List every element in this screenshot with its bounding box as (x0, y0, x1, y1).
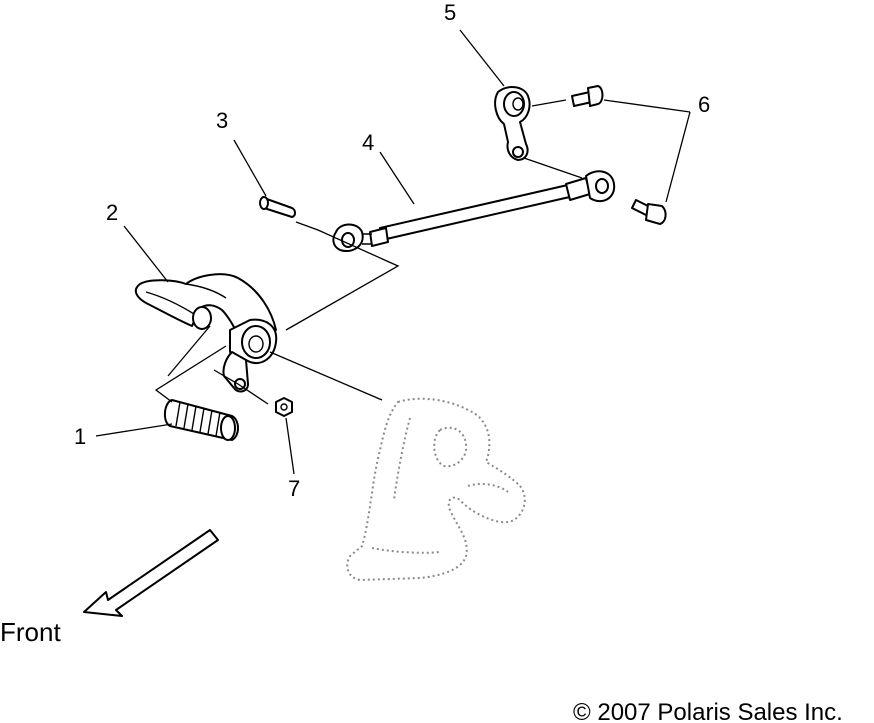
pin-bolt (259, 196, 296, 218)
nut (275, 397, 293, 417)
front-arrow (83, 529, 219, 617)
callout-4: 4 (362, 130, 374, 155)
callout-leaders (95, 29, 691, 475)
callout-numbers: 1 2 3 4 5 6 7 (74, 0, 710, 501)
callout-3: 3 (216, 108, 228, 133)
callout-6: 6 (698, 92, 710, 117)
callout-2: 2 (106, 200, 118, 225)
callout-5: 5 (444, 0, 456, 25)
mounting-bracket-ghost (346, 397, 526, 582)
linkage-rod (332, 170, 616, 252)
shift-arm (494, 86, 531, 161)
flange-bolt-lower (631, 199, 667, 225)
foot-peg-rubber (164, 399, 239, 441)
flange-bolt-upper (571, 85, 604, 107)
callout-7: 7 (288, 476, 300, 501)
copyright-notice: © 2007 Polaris Sales Inc. (573, 699, 843, 723)
assembly-lines (154, 99, 583, 405)
callout-1: 1 (74, 424, 86, 449)
front-label: Front (0, 617, 61, 647)
shift-lever (134, 273, 278, 393)
